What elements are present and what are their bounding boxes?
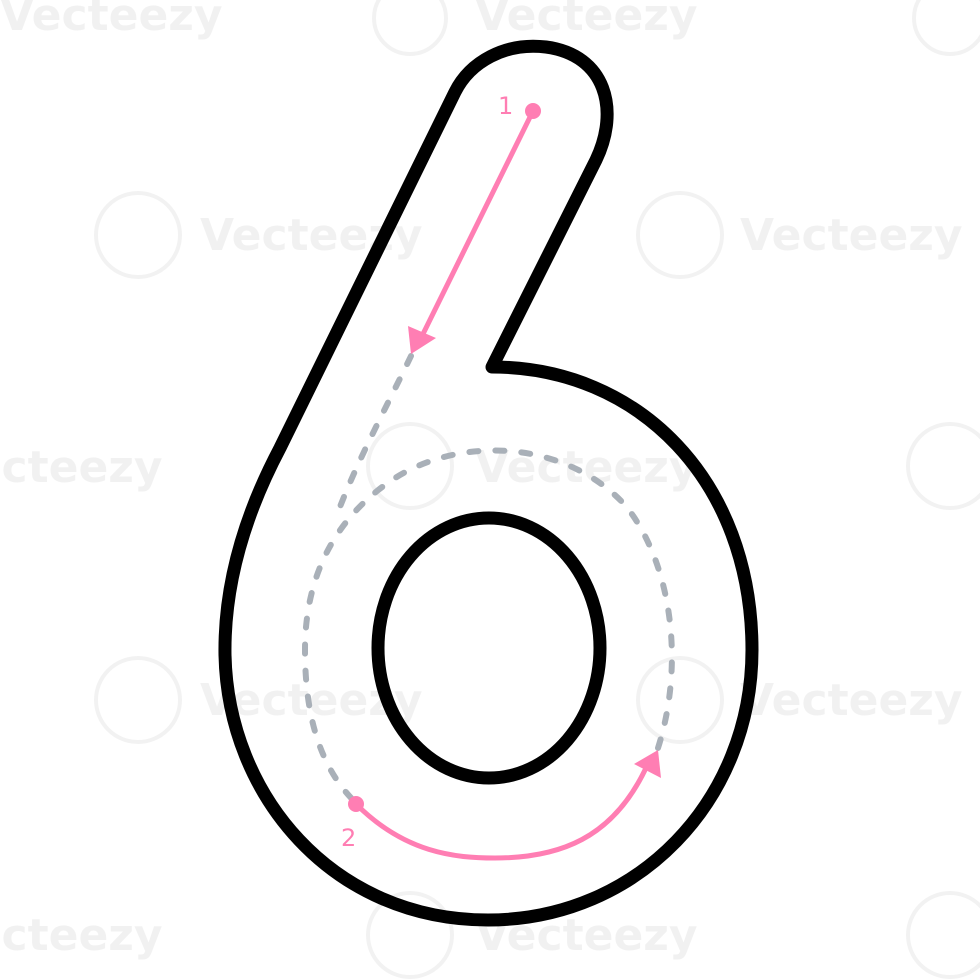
digit-inner-counter bbox=[371, 511, 607, 785]
stroke-2-path bbox=[353, 767, 648, 861]
watermark-logo bbox=[366, 422, 454, 510]
stroke-2-number: 2 bbox=[341, 824, 356, 852]
watermark-text: Vecteezy bbox=[475, 0, 698, 41]
start-dot-icon bbox=[525, 103, 541, 119]
watermark-logo bbox=[366, 891, 454, 979]
stroke-1-number: 1 bbox=[498, 92, 513, 120]
watermark-logo bbox=[94, 191, 182, 279]
watermark-logo bbox=[912, 0, 980, 56]
stroke-2-guide: 2 bbox=[341, 750, 661, 861]
dashed-guide-loop bbox=[301, 447, 675, 803]
watermark-logo bbox=[636, 191, 724, 279]
watermark-text: Vecteezy bbox=[0, 910, 163, 961]
watermark-logo bbox=[906, 422, 980, 510]
digit-six-outline bbox=[218, 39, 759, 927]
start-dot-icon bbox=[348, 796, 364, 812]
watermark-logo bbox=[372, 0, 448, 56]
watermark-text: Vecteezy bbox=[0, 0, 223, 41]
watermark-text: Vecteezy bbox=[475, 442, 698, 493]
stroke-1-guide: 1 bbox=[408, 92, 541, 354]
arrowhead-icon bbox=[634, 750, 661, 778]
arrowhead-icon bbox=[408, 326, 436, 354]
stroke-1-path bbox=[420, 108, 536, 337]
dashed-guide-line bbox=[332, 353, 414, 523]
watermark-text: Vecteezy bbox=[740, 210, 963, 261]
watermark-logo bbox=[906, 891, 980, 979]
digit-outer-contour bbox=[218, 39, 759, 927]
watermark-logo bbox=[94, 656, 182, 744]
watermark-text: Vecteezy bbox=[740, 675, 963, 726]
watermark-text: Vecteezy bbox=[0, 442, 163, 493]
watermark-logo bbox=[636, 656, 724, 744]
